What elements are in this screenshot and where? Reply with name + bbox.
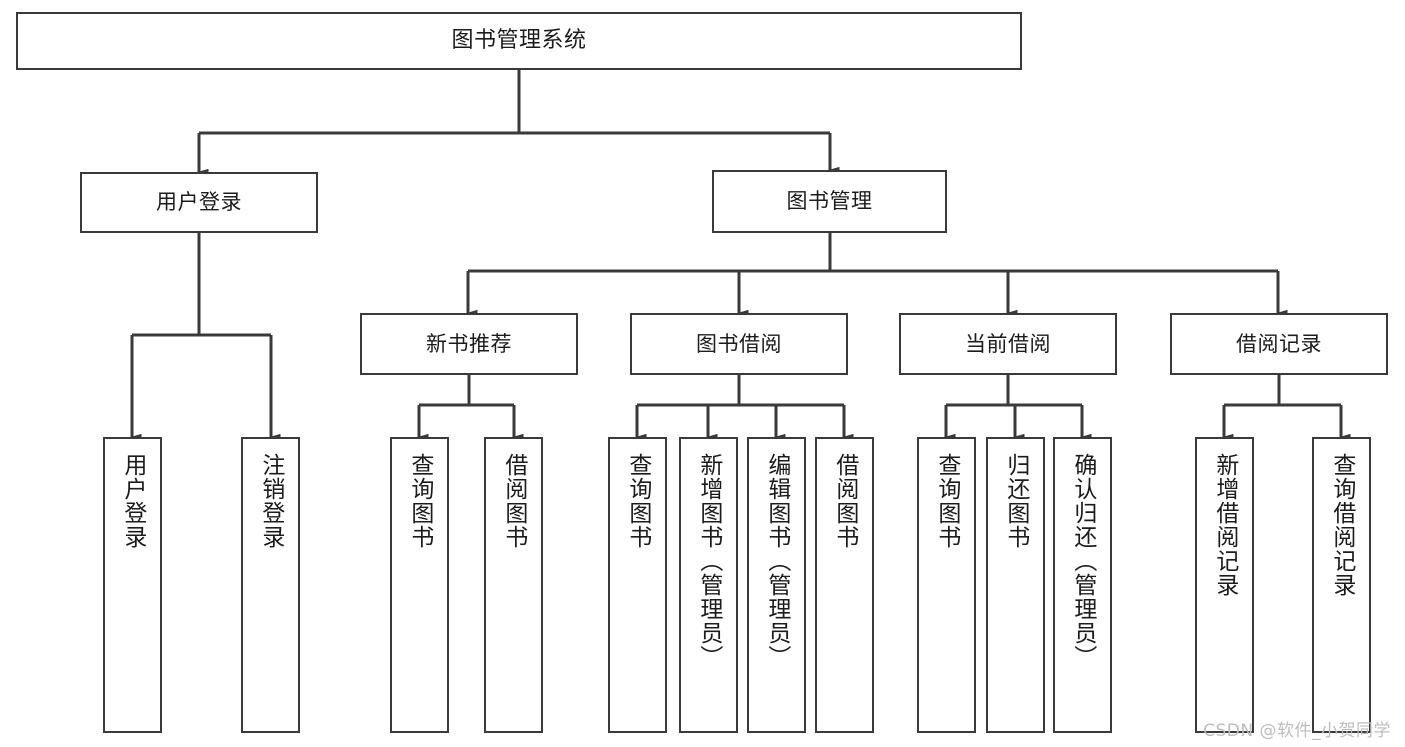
node-leaf-borrow-book-new[interactable]: 借阅图书 [484,437,543,733]
node-leaf-user-login[interactable]: 用户登录 [103,437,162,733]
node-label: 借阅图书 [831,453,858,549]
node-root-system[interactable]: 图书管理系统 [16,12,1022,70]
node-leaf-edit-book-admin[interactable]: 编辑图书（管理员） [747,437,806,733]
node-label: 图书借阅 [696,331,782,356]
node-leaf-query-book-borrow[interactable]: 查询图书 [608,437,667,733]
node-leaf-add-borrow-record[interactable]: 新增借阅记录 [1195,437,1254,733]
node-new-book-recommend[interactable]: 新书推荐 [360,313,578,375]
node-label: 借阅图书 [500,453,527,549]
node-label: 查询借阅记录 [1328,453,1355,597]
node-leaf-query-book-current[interactable]: 查询图书 [917,437,976,733]
node-label: 编辑图书（管理员） [763,453,790,669]
node-label: 当前借阅 [965,331,1051,356]
node-label: 新书推荐 [426,331,512,356]
node-label: 注销登录 [257,453,284,549]
node-label: 图书管理 [786,189,873,214]
node-book-management[interactable]: 图书管理 [712,170,947,233]
node-label: 用户登录 [156,190,242,215]
node-label: 查询图书 [406,453,433,549]
node-label: 用户登录 [119,453,146,549]
node-leaf-query-book-new[interactable]: 查询图书 [390,437,449,733]
node-current-borrow[interactable]: 当前借阅 [899,313,1117,375]
watermark-text: CSDN @软件_小贺同学 [1203,721,1391,741]
node-book-borrow[interactable]: 图书借阅 [630,313,848,375]
node-user-login[interactable]: 用户登录 [80,172,318,233]
node-leaf-confirm-return-admin[interactable]: 确认归还（管理员） [1053,437,1112,733]
node-label: 借阅记录 [1236,331,1322,356]
node-label: 查询图书 [933,453,960,549]
node-label: 新增图书（管理员） [695,453,722,669]
node-label: 确认归还（管理员） [1069,453,1096,669]
node-label: 归还图书 [1002,453,1029,549]
node-leaf-logout[interactable]: 注销登录 [241,437,300,733]
node-label: 图书管理系统 [451,28,587,54]
node-leaf-return-book[interactable]: 归还图书 [986,437,1045,733]
node-borrow-record[interactable]: 借阅记录 [1170,313,1388,375]
node-leaf-borrow-book[interactable]: 借阅图书 [815,437,874,733]
node-leaf-query-borrow-record[interactable]: 查询借阅记录 [1312,437,1371,733]
node-label: 新增借阅记录 [1211,453,1238,597]
node-leaf-add-book-admin[interactable]: 新增图书（管理员） [679,437,738,733]
node-label: 查询图书 [624,453,651,549]
